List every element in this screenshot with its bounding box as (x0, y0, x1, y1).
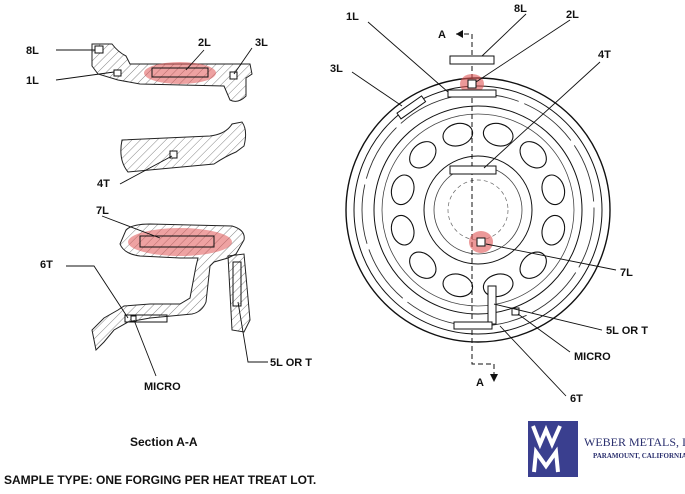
wheel-window (409, 251, 437, 279)
wheel-label-micro: MICRO (574, 351, 611, 363)
label-7l: 7L (96, 205, 109, 217)
wheel-label-4t: 4T (598, 49, 611, 61)
logo-m-glyph (532, 446, 560, 473)
label-4t: 4T (97, 178, 110, 190)
wheel-bar-5l (487, 285, 497, 325)
wheel-label-a-bottom: A (476, 377, 484, 389)
sample-bar-7l (139, 235, 215, 248)
wheel-window (390, 214, 415, 246)
wheel-label-6t: 6T (570, 393, 583, 405)
wheel-window (482, 122, 514, 147)
wheel-label-1l: 1L (346, 11, 359, 23)
wheel-view: 1L 8L 2L 3L 4T 7L 5L OR T MICRO 6T A A (330, 3, 648, 405)
section-caption: Section A-A (130, 435, 198, 449)
label-1l: 1L (26, 75, 39, 87)
marker-8l (94, 45, 104, 54)
section-arrow-bottom (490, 374, 498, 382)
wheel-bar-1l (447, 89, 497, 98)
wheel-window (519, 251, 547, 279)
label-6t: 6T (40, 259, 53, 271)
section-view: 8L 1L 2L 3L 4T 7L 6T MICRO 5L OR T Secti… (26, 37, 312, 449)
wheel-window (442, 122, 474, 147)
company-name: WEBER METALS, INC. (584, 435, 685, 449)
wheel-label-a-top: A (438, 29, 446, 41)
hub-piece-4t (120, 121, 247, 173)
wheel-web-inner (381, 113, 575, 307)
wheel-leaders (351, 13, 617, 397)
marker-4t (169, 150, 178, 159)
label-8l: 8L (26, 45, 39, 57)
marker-1l (113, 69, 122, 77)
sample-bar-2l (151, 67, 209, 78)
wheel-window (519, 141, 547, 169)
wheel-bar-8l (449, 55, 495, 65)
wheel-label-3l: 3L (330, 63, 343, 75)
company-logo: WEBER METALS, INC. PARAMOUNT, CALIFORNIA (528, 421, 685, 477)
label-2l: 2L (198, 37, 211, 49)
label-micro: MICRO (144, 381, 181, 393)
marker-3l (229, 71, 238, 80)
wheel-label-5l-or-t: 5L OR T (606, 325, 648, 337)
wheel-label-7l: 7L (620, 267, 633, 279)
wheel-window (482, 273, 514, 298)
section-arrow-top (456, 30, 463, 38)
rim-leg-section (227, 253, 251, 333)
highlight-7l-section (128, 228, 232, 256)
section-line-a-a (456, 33, 495, 378)
section-leaders (55, 47, 268, 377)
wheel-window (409, 141, 437, 169)
marker-micro-section (130, 315, 137, 322)
label-3l: 3L (255, 37, 268, 49)
wheel-marker-2l (467, 79, 477, 89)
highlight-2l-section (144, 62, 216, 84)
wheel-bar-6t (453, 321, 493, 330)
wheel-label-2l: 2L (566, 9, 579, 21)
wheel-window (541, 214, 566, 246)
wheel-window (390, 174, 415, 206)
company-city: PARAMOUNT, CALIFORNIA (593, 452, 685, 460)
label-5l-or-t: 5L OR T (270, 357, 312, 369)
wheel-window (541, 174, 566, 206)
wheel-windows (390, 122, 566, 298)
wheel-hub (423, 155, 533, 265)
sample-bar-5l (232, 261, 242, 307)
wheel-marker-micro (511, 307, 520, 316)
logo-w-glyph (531, 424, 562, 450)
sample-bar-6t (124, 314, 168, 323)
wheel-web-outer (373, 105, 583, 315)
wheel-label-8l: 8L (514, 3, 527, 15)
sample-type-note: SAMPLE TYPE: ONE FORGING PER HEAT TREAT … (4, 473, 316, 487)
wheel-bar-4t (449, 165, 497, 175)
lower-body-section (91, 223, 245, 352)
wheel-bar-3l (396, 95, 427, 120)
wheel-window (442, 273, 474, 298)
wheel-marker-7l (476, 237, 486, 247)
wheel-bore (447, 179, 509, 241)
